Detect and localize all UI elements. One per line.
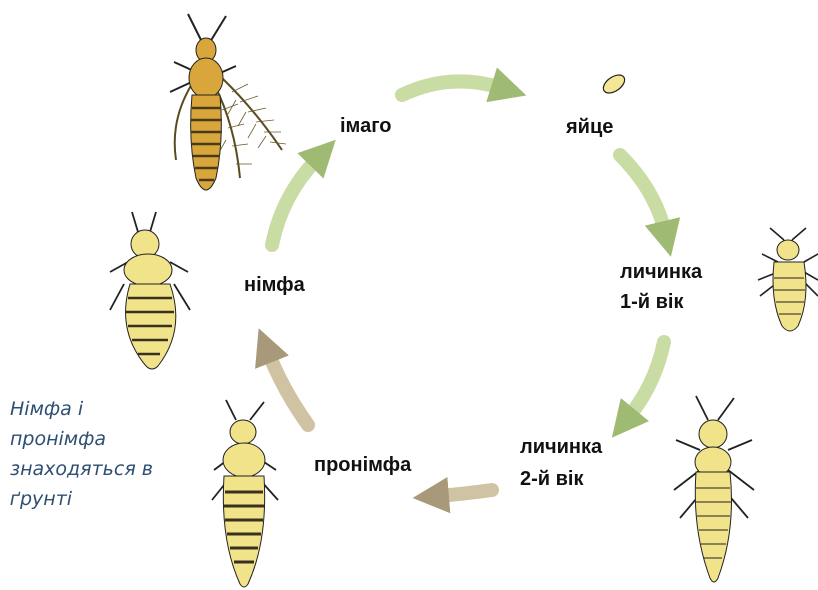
stage-label-larva1-line2: 1-й вік	[620, 287, 684, 317]
arrow-larva2-to-prenymph	[438, 490, 492, 496]
arrow-egg-to-larva1	[620, 155, 665, 232]
larva-1-illustration	[758, 228, 818, 331]
soil-note-line: ґрунті	[10, 484, 153, 514]
nymph-illustration	[110, 212, 190, 369]
stage-label-prenymph: пронімфа	[314, 450, 411, 480]
soil-note-line: знаходяться в	[10, 454, 153, 484]
arrow-adult-to-egg	[402, 81, 502, 95]
stage-label-larva2-line2: 2-й вік	[520, 464, 584, 494]
adult-thrips-illustration	[170, 14, 286, 190]
soil-note: Німфа і пронімфа знаходяться в ґрунті	[10, 394, 153, 514]
arrow-larva1-to-larva2	[628, 342, 664, 418]
egg-illustration	[600, 71, 628, 96]
stage-label-larva1-line1: личинка	[620, 257, 702, 287]
prenymph-illustration	[212, 400, 278, 587]
larva-2-illustration	[674, 396, 754, 582]
arrow-nymph-to-adult	[272, 158, 318, 245]
stage-label-larva2-line1: личинка	[520, 432, 602, 462]
soil-note-line: пронімфа	[10, 424, 153, 454]
soil-note-line: Німфа і	[10, 394, 153, 424]
arrow-prenymph-to-nymph	[268, 352, 308, 425]
stage-label-nymph: німфа	[244, 270, 305, 300]
stage-label-egg: яйце	[566, 112, 613, 142]
stage-label-adult: імаго	[340, 111, 392, 141]
